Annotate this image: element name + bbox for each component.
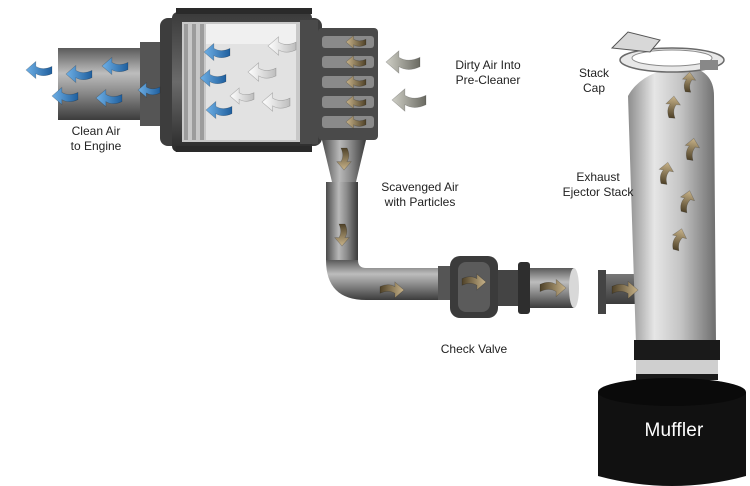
exhaust-arrow bbox=[679, 190, 696, 214]
dirty-air-label-line2: Pre-Cleaner bbox=[455, 73, 521, 87]
housing-air-arrow bbox=[261, 92, 291, 112]
housing-air-arrow bbox=[267, 36, 297, 56]
dirty-air-arrow bbox=[391, 88, 427, 112]
clean-air-label-line1: Clean Air bbox=[71, 124, 121, 138]
scavenged-air-arrow bbox=[336, 147, 352, 171]
vane-arrow bbox=[345, 34, 367, 50]
check-valve-label: Check Valve bbox=[440, 342, 508, 356]
clean-air-arrow bbox=[51, 86, 79, 106]
exhaust-stack-label-line1: Exhaust bbox=[576, 170, 620, 184]
vane-arrow bbox=[345, 74, 367, 90]
flow-arrows bbox=[25, 34, 701, 300]
exhaust-arrow bbox=[671, 228, 688, 252]
housing-air-arrow bbox=[247, 62, 277, 82]
vane-arrow bbox=[345, 54, 367, 70]
exhaust-arrow bbox=[665, 95, 682, 119]
dirty-air-arrow bbox=[385, 50, 421, 74]
vane-arrow bbox=[345, 94, 367, 110]
scavenged-air-label-line1: Scavenged Air bbox=[381, 180, 459, 194]
stack-cap-label-line2: Cap bbox=[582, 81, 605, 95]
exhaust-arrow bbox=[681, 71, 697, 93]
muffler-label: Muffler bbox=[644, 420, 704, 441]
air-cleaner-housing bbox=[160, 8, 322, 152]
scavenged-air-arrow bbox=[334, 223, 350, 247]
scavenged-air-label-line2: with Particles bbox=[384, 195, 456, 209]
clean-air-arrow bbox=[101, 56, 129, 76]
clean-air-arrow bbox=[95, 88, 123, 108]
exhaust-arrow bbox=[684, 137, 701, 161]
check-valve bbox=[438, 256, 579, 318]
ejector-arrow bbox=[611, 280, 639, 300]
stack-cap bbox=[610, 31, 725, 73]
exhaust-ejector-stack bbox=[628, 66, 720, 380]
scavenged-air-arrow bbox=[379, 281, 405, 299]
exhaust-arrow bbox=[658, 161, 675, 185]
clean-air-label-line2: to Engine bbox=[70, 139, 122, 153]
scavenged-air-label: Scavenged Air with Particles bbox=[372, 180, 468, 210]
exhaust-stack-label-line2: Ejector Stack bbox=[562, 185, 634, 199]
filter-clean-arrow bbox=[199, 68, 227, 88]
engine-intake-tube bbox=[58, 42, 164, 126]
clean-air-arrow bbox=[137, 82, 161, 98]
check-valve-arrow bbox=[461, 273, 487, 291]
dirty-air-label: Dirty Air Into Pre-Cleaner bbox=[436, 58, 540, 88]
filter-clean-arrow bbox=[205, 100, 233, 120]
exhaust-stack-label: Exhaust Ejector Stack bbox=[556, 170, 640, 200]
muffler bbox=[598, 378, 746, 486]
clean-air-arrow bbox=[65, 64, 93, 84]
stack-cap-label-line1: Stack bbox=[578, 66, 609, 80]
filter-clean-arrow bbox=[203, 42, 231, 62]
housing-air-arrow bbox=[229, 87, 255, 105]
vane-arrow bbox=[345, 114, 367, 130]
check-valve-arrow bbox=[539, 278, 567, 298]
scavenge-hose bbox=[322, 140, 440, 300]
dirty-air-label-line1: Dirty Air Into bbox=[455, 58, 521, 72]
stack-cap-label: Stack Cap bbox=[572, 66, 616, 96]
clean-air-label: Clean Air to Engine bbox=[60, 124, 132, 154]
clean-air-arrow bbox=[25, 60, 53, 80]
